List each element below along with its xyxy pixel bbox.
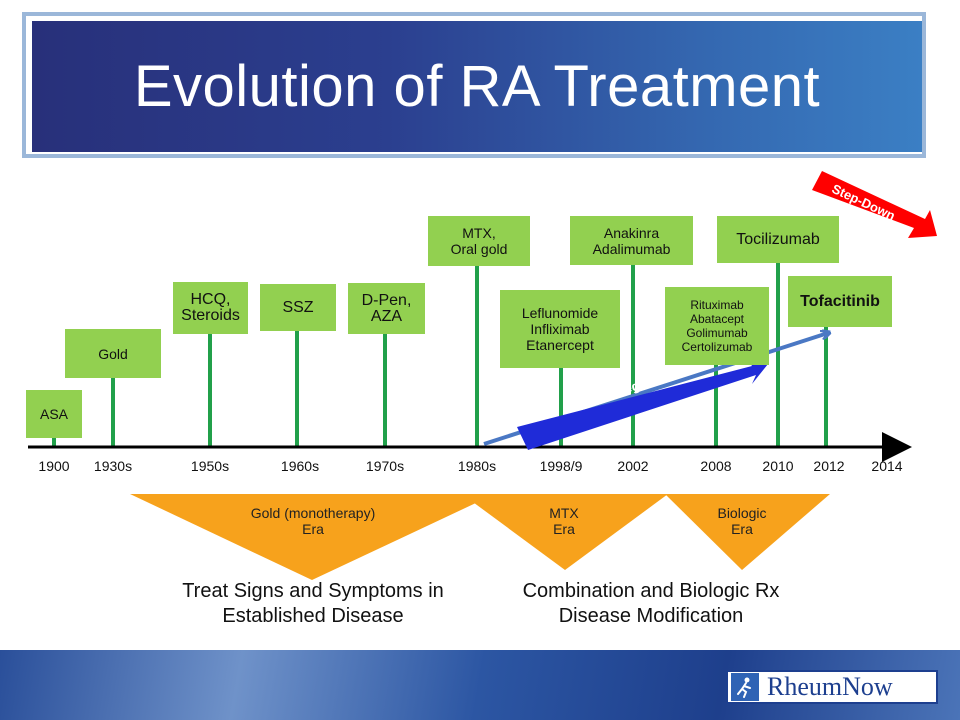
title-banner: Evolution of RA Treatment	[32, 21, 922, 152]
treatment-box-tocilizumab: Tocilizumab	[717, 216, 839, 263]
logo-text: RheumNow	[767, 672, 893, 701]
treatment-box-gold: Gold	[65, 329, 161, 378]
era-line: Era	[553, 521, 575, 537]
treatment-label: MTX,Oral gold	[450, 225, 508, 257]
treatment-label: Tofacitinib	[800, 292, 880, 310]
rheumnow-logo: RheumNow	[726, 670, 938, 704]
year-label: 1980s	[457, 458, 497, 474]
step-up-arrow	[517, 357, 768, 450]
year-label: 1960s	[280, 458, 320, 474]
slide-title: Evolution of RA Treatment	[133, 54, 821, 119]
era-label-biologic: Biologic Era	[717, 505, 766, 537]
caption-right: Combination and Biologic Rx Disease Modi…	[523, 579, 780, 629]
era-line: Era	[731, 521, 753, 537]
caption-left: Treat Signs and Symptoms in Established …	[182, 579, 444, 629]
treatment-box-asa: ASA	[26, 390, 82, 438]
caption-line: Treat Signs and Symptoms in	[182, 580, 444, 602]
logo-figure-icon	[731, 673, 759, 701]
caption-line: Combination and Biologic Rx	[522, 580, 780, 602]
year-label: 2014	[871, 458, 903, 474]
year-label: 1950s	[190, 458, 230, 474]
treatment-label: ASA	[39, 406, 68, 422]
treatment-label: SSZ	[282, 298, 314, 316]
treatment-label: D-Pen,AZA	[361, 291, 412, 325]
caption-line: Established Disease	[222, 605, 404, 627]
treatment-box-tofacitinib: Tofacitinib	[788, 276, 892, 327]
treatment-label: HCQ,Steroids	[181, 291, 240, 324]
year-label: 2012	[813, 458, 845, 474]
year-label: 1900	[38, 458, 70, 474]
era-line: Gold (monotherapy)	[250, 505, 376, 521]
era-line: Era	[302, 521, 324, 537]
step-down-label: Step-Down	[829, 181, 898, 224]
era-line: Biologic	[717, 505, 767, 521]
treatment-box-hcq-steroids: HCQ,Steroids	[173, 282, 248, 334]
era-label-gold: Gold (monotherapy) Era	[251, 505, 376, 537]
year-label: 2008	[700, 458, 732, 474]
treatment-label: Gold	[98, 345, 128, 362]
caption-line: Disease Modification	[558, 605, 744, 627]
year-label: 1930s	[93, 458, 133, 474]
treatment-label: Tocilizumab	[736, 230, 820, 248]
era-label-mtx: MTX Era	[549, 505, 579, 537]
treatment-box-dpen-aza: D-Pen,AZA	[348, 283, 425, 334]
year-label: 1970s	[365, 458, 405, 474]
era-line: MTX	[549, 505, 579, 521]
year-label: 1998/9	[539, 458, 583, 474]
treatment-box-ssz: SSZ	[260, 284, 336, 331]
year-label: 2010	[762, 458, 794, 474]
step-up-label: Step-Up Regimens	[562, 368, 678, 413]
treatment-box-mtx-oral-gold: MTX,Oral gold	[428, 216, 530, 266]
year-label: 2002	[617, 458, 649, 474]
